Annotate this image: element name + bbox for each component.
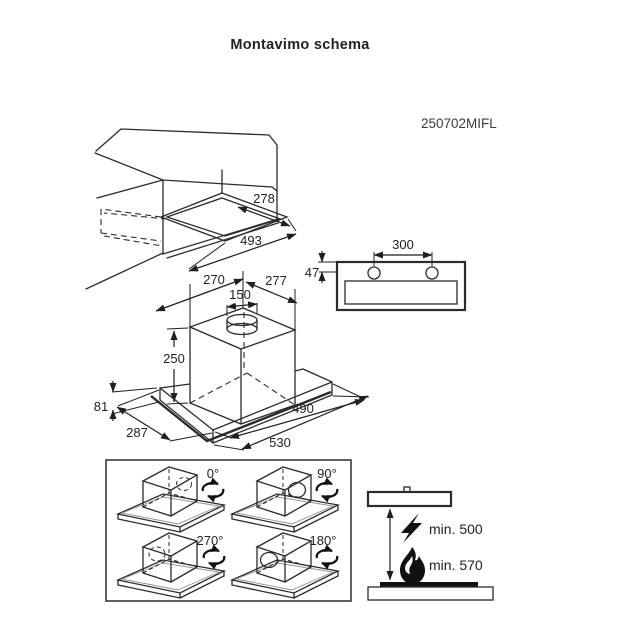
dim-287-label: 287 xyxy=(126,425,148,440)
dim-body-height: 250 xyxy=(163,327,189,405)
gas-clearance-label: min. 570 xyxy=(429,557,483,573)
flame-icon xyxy=(400,547,425,584)
dim-277-label: 277 xyxy=(265,273,287,288)
dim-duct-diameter: 150 xyxy=(226,287,258,316)
rotation-option-90 xyxy=(231,466,339,533)
hood-profile xyxy=(366,490,453,508)
dim-150-label: 150 xyxy=(229,287,251,302)
hob-body xyxy=(367,586,494,601)
duct-hole-hidden xyxy=(176,477,192,491)
rotation-arrows-icon xyxy=(317,550,338,564)
angle-0-label: 0° xyxy=(207,466,219,481)
rotation-option-0 xyxy=(117,466,225,533)
hood-base-drawing: 490 530 287 81 xyxy=(94,368,370,451)
duct-hole xyxy=(287,481,307,499)
dim-490-label: 490 xyxy=(292,401,314,416)
hob-surface xyxy=(380,582,478,587)
lightning-icon xyxy=(401,513,422,543)
duct-hole-hidden xyxy=(148,546,166,562)
dim-300-label: 300 xyxy=(392,237,414,252)
duct-hole xyxy=(259,551,279,569)
cabinet-cutout-drawing: 278 493 xyxy=(85,128,297,290)
dim-hole-spacing: 300 xyxy=(373,237,433,266)
duct-outlet xyxy=(226,313,258,336)
electric-clearance-label: min. 500 xyxy=(429,521,483,537)
page-title: Montavimo schema xyxy=(230,37,370,53)
dim-cutout-depth: 278 xyxy=(237,191,291,227)
dim-530-label: 530 xyxy=(269,435,291,450)
dim-body-depth: 277 xyxy=(245,273,298,304)
angle-90-label: 90° xyxy=(317,466,337,481)
hood-body-drawing: 270 277 150 250 xyxy=(155,271,298,425)
rotation-option-270 xyxy=(117,532,225,599)
rotation-arrows-icon xyxy=(317,483,338,497)
dim-body-width: 270 xyxy=(155,272,244,312)
dim-250-label: 250 xyxy=(163,351,185,366)
model-number: 250702MIFL xyxy=(421,116,497,131)
hood-front-view-drawing: 300 47 xyxy=(305,237,467,312)
clearance-drawing: min. 500 min. 570 xyxy=(366,486,494,601)
rotation-arrows-icon xyxy=(203,483,224,497)
hidden-edge-lines xyxy=(100,208,168,247)
dim-47-label: 47 xyxy=(305,265,319,280)
angle-270-label: 270° xyxy=(197,533,224,548)
dim-base-width: 530 xyxy=(213,395,370,451)
duct-rotation-panel: 0° 90° 270° 180° xyxy=(105,459,352,602)
dim-81-label: 81 xyxy=(94,399,108,414)
rotation-arrows-icon xyxy=(204,550,225,564)
dim-278-label: 278 xyxy=(253,191,275,206)
dim-base-depth: 287 xyxy=(116,389,213,442)
dim-cutout-width: 493 xyxy=(188,218,297,272)
mounting-hole-right xyxy=(425,266,439,280)
dim-270-label: 270 xyxy=(203,272,225,287)
dim-hole-top-offset: 47 xyxy=(305,251,337,283)
dim-base-height: 81 xyxy=(94,381,160,421)
dim-493-label: 493 xyxy=(240,233,262,248)
rotation-option-180 xyxy=(231,532,339,599)
mounting-hole-left xyxy=(367,266,381,280)
angle-180-label: 180° xyxy=(310,533,337,548)
